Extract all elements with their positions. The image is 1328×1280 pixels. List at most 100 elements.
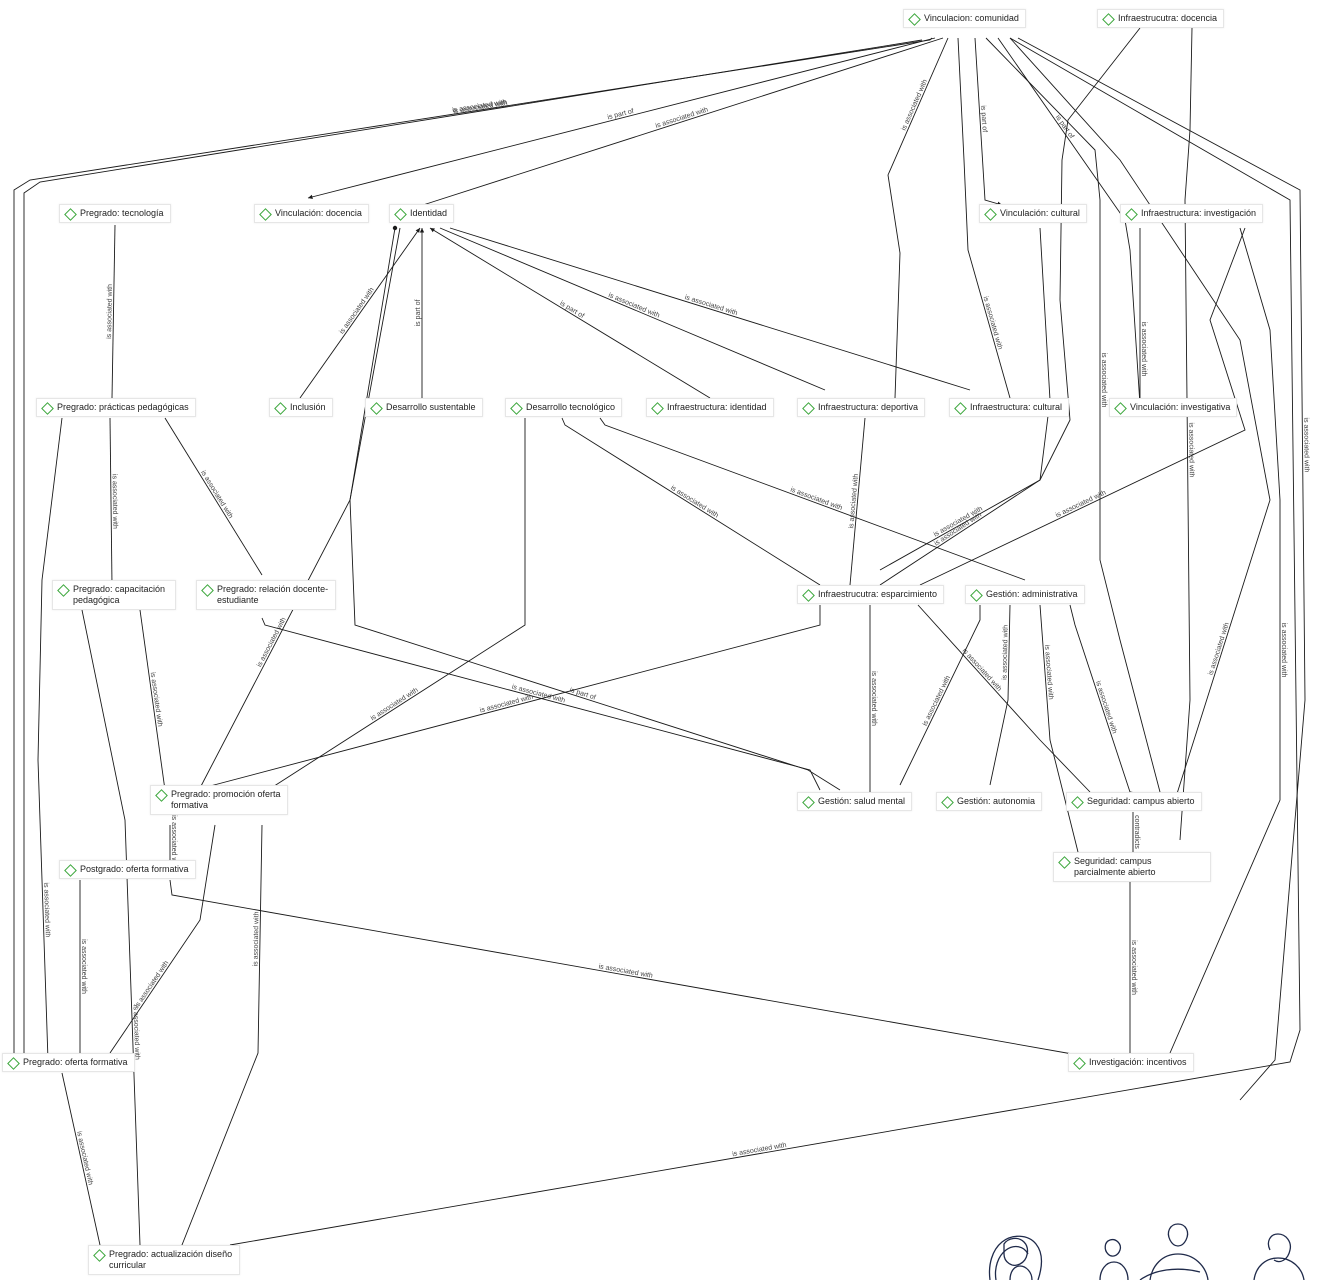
- node-pregrado-tecnologia[interactable]: Pregrado: tecnología: [59, 204, 171, 223]
- edge-infra_esparcimiento-preg_promocion: [195, 605, 820, 790]
- edge-vinc_cultural-vinc_comunidad: [975, 38, 1002, 205]
- edge-vinc_docencia-vinc_comunidad: [308, 38, 935, 198]
- edge-preg_relacion-gest_salud: [262, 618, 820, 790]
- node-pregrado-capacitacion[interactable]: Pregrado: capacitación pedagógica: [52, 580, 176, 610]
- code-diamond-icon: [41, 402, 54, 415]
- node-pregrado-relacion[interactable]: Pregrado: relación docente-estudiante: [196, 580, 336, 610]
- edge-label: is associated with: [256, 616, 288, 668]
- edge-label: is associated with: [732, 1142, 787, 1158]
- node-seguridad-campus-abierto[interactable]: Seguridad: campus abierto: [1066, 792, 1202, 811]
- edge-label: is associated with: [655, 106, 709, 129]
- code-diamond-icon: [201, 584, 214, 597]
- edge-preg_practicas-preg_relacion: [165, 418, 262, 575]
- code-diamond-icon: [941, 796, 954, 809]
- edge-label: is part of: [559, 300, 586, 320]
- edge-label: is associated with: [370, 687, 420, 723]
- node-pregrado-actualizacion[interactable]: Pregrado: actualización diseño curricula…: [88, 1245, 240, 1275]
- node-pregrado-practicas[interactable]: Pregrado: prácticas pedagógicas: [36, 398, 196, 417]
- node-infraestructura-investigacion[interactable]: Infraestructura: investigación: [1120, 204, 1263, 223]
- node-pregrado-oferta[interactable]: Pregrado: oferta formativa: [2, 1053, 135, 1072]
- node-infraestructura-identidad[interactable]: Infraestructura: identidad: [646, 398, 774, 417]
- edge-label: contradicts: [1133, 815, 1140, 849]
- edge-gest_administrativa-seg_parcial: [1040, 605, 1078, 852]
- edge-label: is associated with: [789, 486, 843, 512]
- node-identidad[interactable]: Identidad: [389, 204, 454, 223]
- edge-label: is associated with: [1100, 353, 1107, 408]
- edge-label: is associated with: [80, 939, 87, 994]
- node-seguridad-campus-parcial[interactable]: Seguridad: campus parcialmente abierto: [1053, 852, 1211, 882]
- node-infraestructura-docencia[interactable]: Infraestrucutra: docencia: [1097, 9, 1224, 28]
- code-diamond-icon: [651, 402, 664, 415]
- code-diamond-icon: [954, 402, 967, 415]
- edge-inclusion-identidad: [300, 228, 420, 398]
- node-inclusion[interactable]: Inclusión: [269, 398, 333, 417]
- code-diamond-icon: [970, 589, 983, 602]
- edge-preg_promocion-identidad: [200, 228, 400, 788]
- edge-label: is associated with: [922, 675, 952, 728]
- node-desarrollo-sustentable[interactable]: Desarrollo sustentable: [365, 398, 483, 417]
- edge-endpoint-dot: [393, 226, 397, 230]
- code-diamond-icon: [370, 402, 383, 415]
- edge-arrowhead: [420, 228, 424, 233]
- code-diamond-icon: [802, 589, 815, 602]
- edge-label: is associated with: [669, 484, 719, 519]
- people-illustration-watermark: [980, 1220, 1320, 1280]
- node-vinculacion-docencia[interactable]: Vinculación: docencia: [254, 204, 369, 223]
- edge-label: is associated with: [684, 294, 739, 317]
- edge-label: is associated with: [982, 296, 1004, 351]
- node-gestion-administrativa[interactable]: Gestión: administrativa: [965, 585, 1085, 604]
- node-infraestructura-cultural[interactable]: Infraestructura: cultural: [949, 398, 1069, 417]
- node-infraestructura-esparcimiento[interactable]: Infraestrucutra: esparcimiento: [797, 585, 944, 604]
- edge-infra_identidad-identidad: [430, 228, 710, 398]
- node-desarrollo-tecnologico[interactable]: Desarrollo tecnológico: [505, 398, 622, 417]
- edge-label: is associated with: [106, 284, 114, 339]
- edge-label: is associated with: [961, 647, 1003, 692]
- edge-infra_cultural-identidad: [450, 228, 970, 390]
- node-investigacion-incentivos[interactable]: Investigación: incentivos: [1068, 1053, 1194, 1072]
- code-diamond-icon: [1071, 796, 1084, 809]
- edge-preg_capacitacion-preg_actualizacion: [82, 610, 140, 1245]
- edge-label: is associated with: [134, 960, 171, 1009]
- edge-label: is associated with: [1001, 625, 1009, 680]
- code-diamond-icon: [394, 208, 407, 221]
- edge-label: is associated with: [598, 963, 653, 979]
- code-diamond-icon: [7, 1057, 20, 1070]
- code-diamond-icon: [908, 13, 921, 26]
- edge-label: is associated with: [1055, 489, 1108, 519]
- edge-preg_capacitacion-preg_promocion: [140, 610, 165, 790]
- code-diamond-icon: [93, 1249, 106, 1262]
- edge-label: is associated with: [848, 473, 860, 528]
- node-gestion-salud-mental[interactable]: Gestión: salud mental: [797, 792, 912, 811]
- edge-arrowhead: [308, 195, 313, 199]
- edge-label: is associated with: [870, 671, 877, 726]
- edge-infra_docencia-infra_esparcimiento: [880, 28, 1140, 570]
- node-postgrado-oferta[interactable]: Postgrado: oferta formativa: [59, 860, 196, 879]
- node-gestion-autonomia[interactable]: Gestión: autonomia: [936, 792, 1042, 811]
- edge-preg_oferta-preg_actualizacion: [62, 1073, 100, 1245]
- node-pregrado-promocion[interactable]: Pregrado: promoción oferta formativa: [150, 785, 288, 815]
- edge-label: is associated with: [111, 474, 119, 529]
- edge-label: is associated with: [1302, 417, 1310, 472]
- code-diamond-icon: [64, 208, 77, 221]
- edge-label: is part of: [415, 300, 422, 327]
- node-vinculacion-investigativa[interactable]: Vinculación: investigativa: [1109, 398, 1237, 417]
- edge-label: is associated with: [1208, 622, 1231, 677]
- edge-label: is associated with: [75, 1131, 94, 1186]
- code-diamond-icon: [57, 584, 70, 597]
- code-diamond-icon: [155, 789, 168, 802]
- node-vinculacion-cultural[interactable]: Vinculación: cultural: [979, 204, 1087, 223]
- code-diamond-icon: [1058, 856, 1071, 869]
- edge-label: is associated with: [253, 911, 261, 966]
- edge-label: is associated with: [479, 694, 534, 715]
- edge-label: is associated with: [1140, 322, 1147, 377]
- edge-infra_deportiva-identidad: [440, 228, 825, 390]
- code-diamond-icon: [1114, 402, 1127, 415]
- edge-gest_salud-identidad: [350, 228, 840, 790]
- node-vinculacion-comunidad[interactable]: Vinculacion: comunidad: [903, 9, 1026, 28]
- code-diamond-icon: [1102, 13, 1115, 26]
- edge-label: is associated with: [1094, 680, 1118, 734]
- edge-label: is associated with: [338, 286, 375, 335]
- code-diamond-icon: [984, 208, 997, 221]
- node-infraestructura-deportiva[interactable]: Infraestructura: deportiva: [797, 398, 925, 417]
